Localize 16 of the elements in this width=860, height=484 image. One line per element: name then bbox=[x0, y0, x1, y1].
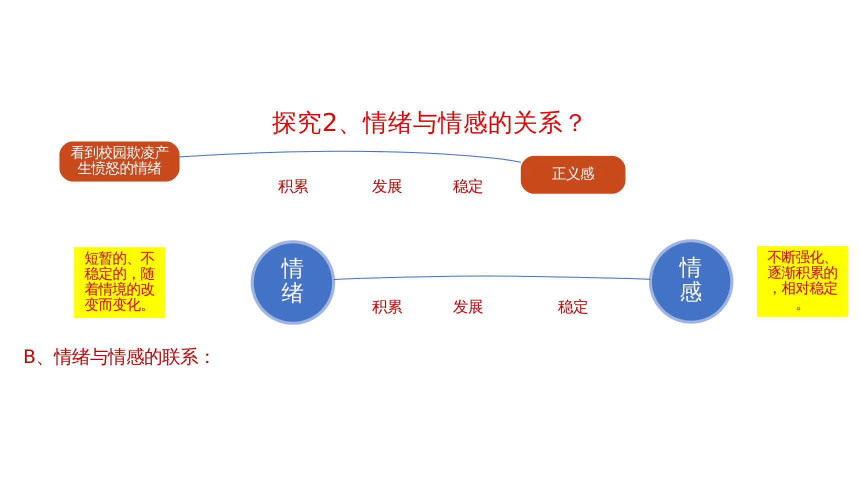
label: 积累 bbox=[372, 298, 402, 316]
label: B、情绪与情感的联系： bbox=[23, 346, 216, 368]
diagram-title: 探究2、情绪与情感的关系？ bbox=[272, 108, 588, 137]
label: 稳定 bbox=[558, 298, 588, 316]
connector bbox=[334, 275, 650, 280]
connector bbox=[179, 150, 522, 163]
node-box: 正义感 bbox=[520, 156, 626, 194]
label: 发展 bbox=[372, 178, 402, 196]
node-circle: 情感 bbox=[648, 239, 734, 324]
label: 发展 bbox=[452, 298, 483, 316]
node-box: 不断强化、逐渐积累的，相对稳定。 bbox=[756, 246, 848, 317]
label: 稳定 bbox=[452, 178, 483, 196]
node-box: 看到校园欺凌产生愤怒的情绪 bbox=[59, 141, 180, 182]
node-circle: 情绪 bbox=[250, 240, 336, 325]
label: 积累 bbox=[278, 178, 308, 196]
node-box: 短暂的、不稳定的，随着情境的改变而变化。 bbox=[74, 247, 166, 318]
